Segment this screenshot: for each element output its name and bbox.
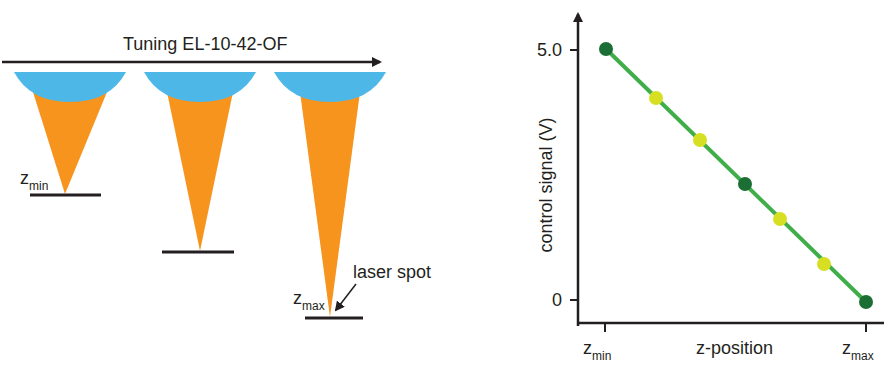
- tick: [865, 323, 867, 332]
- focal-plane: [162, 251, 234, 254]
- callout-label: laser spot: [353, 263, 431, 281]
- laser-cone: [33, 92, 107, 194]
- data-point: [773, 212, 787, 226]
- data-point: [817, 257, 831, 271]
- calibration-line: [606, 49, 866, 302]
- laser-cone: [300, 92, 360, 317]
- x-axis: [577, 322, 884, 325]
- focal-plane: [305, 317, 363, 320]
- data-point: [649, 91, 663, 105]
- data-point: [693, 133, 707, 147]
- tunable-lens: [274, 72, 386, 102]
- lens-title: Tuning EL-10-42-OF: [123, 35, 287, 53]
- leader-line: [336, 284, 356, 310]
- axis-title: z-position: [696, 339, 773, 357]
- subscript: max: [851, 350, 874, 362]
- tick: [570, 49, 578, 51]
- data-point: [599, 42, 613, 56]
- z-symbol: z: [20, 169, 29, 187]
- tunable-lens: [144, 72, 256, 102]
- tunable-lens: [14, 72, 126, 102]
- tick: [604, 323, 606, 332]
- tick-label: 5.0: [537, 41, 562, 59]
- subscript: max: [302, 300, 325, 312]
- axis-title: control signal (V): [537, 117, 555, 252]
- z-symbol: z: [842, 339, 851, 357]
- focal-plane: [30, 194, 101, 197]
- subscript: min: [29, 180, 48, 192]
- data-point: [738, 177, 752, 191]
- y-axis: [577, 14, 580, 326]
- tuning-arrow: [2, 61, 380, 64]
- data-point: [859, 295, 873, 309]
- laser-cone: [167, 92, 233, 251]
- z-symbol: z: [293, 289, 302, 307]
- tick: [570, 299, 578, 301]
- tick-label: 0: [552, 291, 562, 309]
- subscript: min: [592, 350, 611, 362]
- z-symbol: z: [583, 339, 592, 357]
